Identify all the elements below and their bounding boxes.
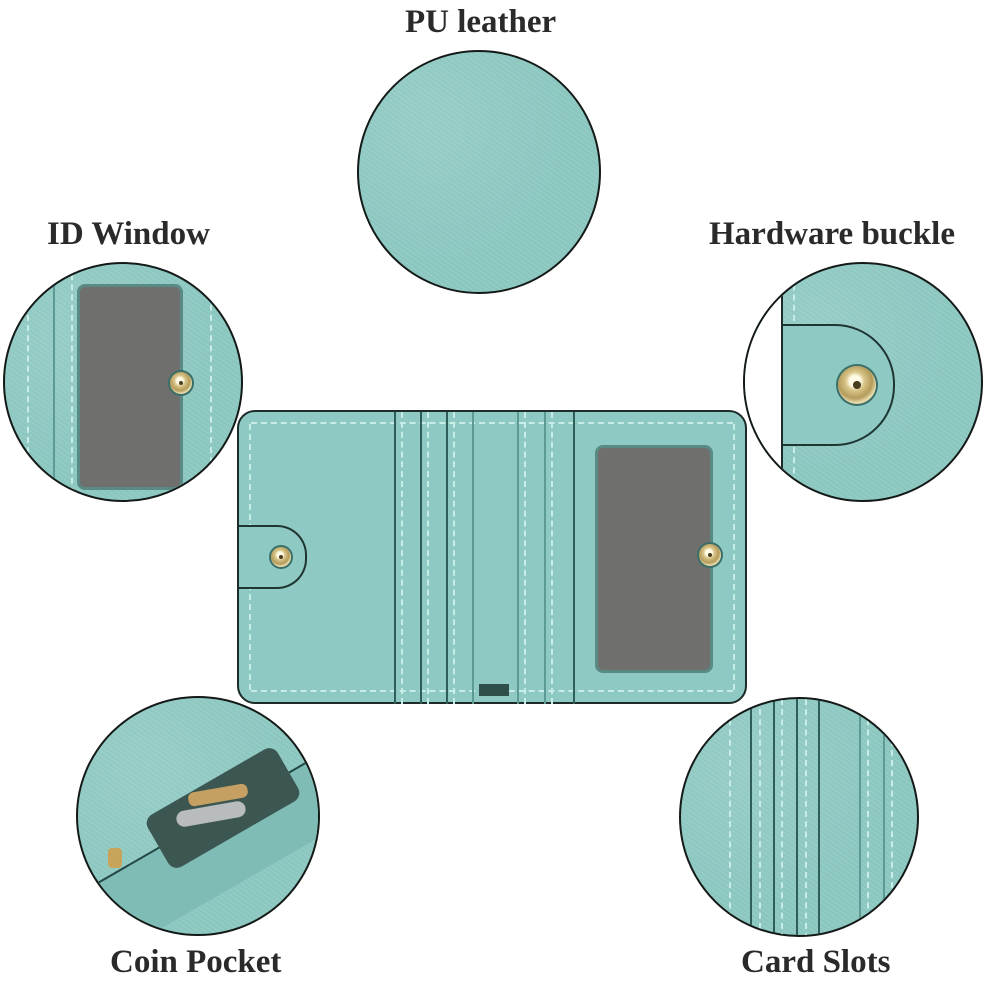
wallet-open-view [237, 410, 747, 704]
label-coin-pocket: Coin Pocket [110, 944, 282, 980]
hardware-buckle-detail-circle [743, 262, 983, 502]
label-hardware-buckle: Hardware buckle [709, 216, 955, 252]
id-window-detail-circle [3, 262, 243, 502]
label-card-slots: Card Slots [741, 944, 891, 980]
snap-button-icon [838, 366, 876, 404]
snap-button-icon [170, 372, 192, 394]
label-pu-leather: PU leather [405, 4, 557, 40]
pu-leather-detail-circle [357, 50, 601, 294]
card-slots-detail-circle [679, 697, 919, 937]
snap-button-icon [699, 544, 721, 566]
zipper-pull-icon [108, 848, 122, 868]
coin-pocket-detail-circle [76, 696, 320, 936]
id-window-pane [77, 284, 183, 490]
snap-button-icon [271, 547, 291, 567]
label-id-window: ID Window [47, 216, 210, 252]
id-window-pane [595, 445, 713, 673]
